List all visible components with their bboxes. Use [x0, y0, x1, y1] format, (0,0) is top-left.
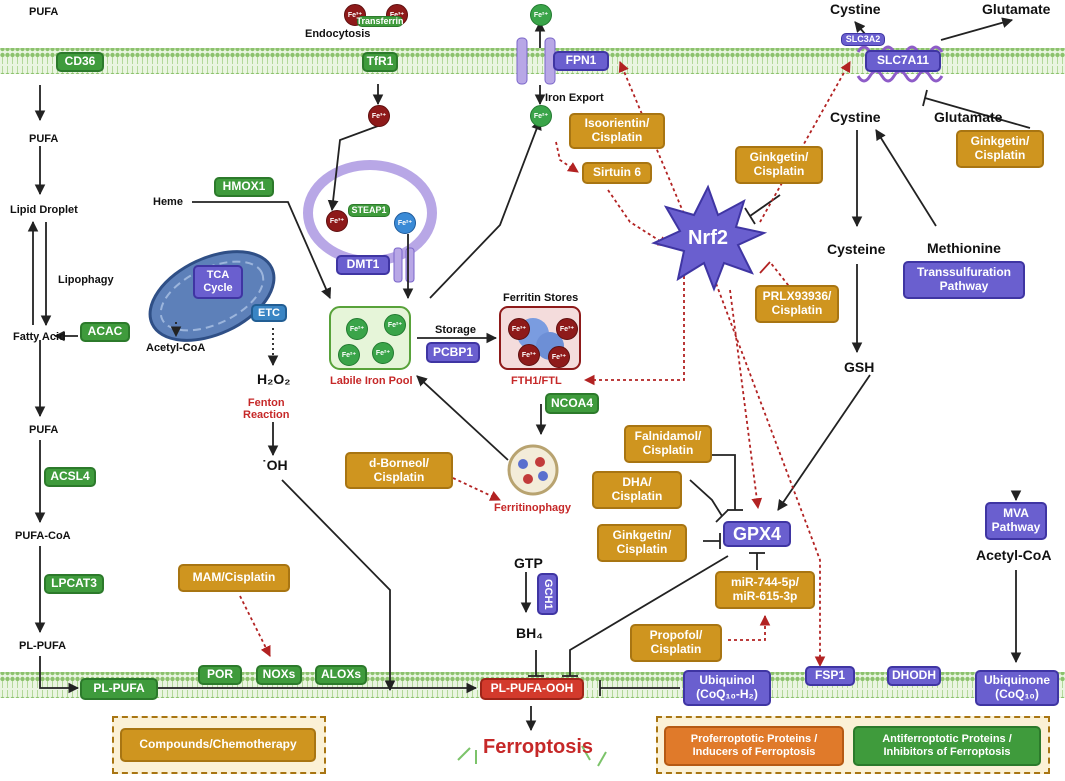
fe2-ion-endosome: Fe²⁺ — [394, 212, 416, 234]
pufa-label: PUFA — [29, 133, 59, 145]
dha-cisplatin-box: DHA/ Cisplatin — [592, 471, 682, 509]
fatty-acid-label: Fatty Acid — [13, 331, 66, 343]
fe3-ion-ferritin-4: Fe³⁺ — [548, 346, 570, 368]
storage-label: Storage — [435, 324, 476, 336]
ginkgetin-cisplatin-nrf2-box: Ginkgetin/ Cisplatin — [735, 146, 823, 184]
ginkgetin-cisplatin-slc7a11-box: Ginkgetin/ Cisplatin — [956, 130, 1044, 168]
ferritinophagy-label: Ferritinophagy — [494, 502, 572, 514]
cystine-intracellular-label: Cystine — [830, 109, 881, 125]
pcbp1-box: PCBP1 — [426, 342, 480, 363]
endocytosis-label: Endocytosis — [305, 28, 371, 40]
ferritin-stores-label: Ferritin Stores — [503, 292, 579, 304]
slc3a2-box: SLC3A2 — [841, 33, 885, 46]
acetyl-coa-right-label: Acetyl-CoA — [976, 547, 1052, 563]
pufa-extracellular-label: PUFA — [29, 6, 59, 18]
glutamate-intracellular-label: Glutamate — [934, 109, 1003, 125]
ginkgetin-cisplatin-gpx4-box: Ginkgetin/ Cisplatin — [597, 524, 687, 562]
fe2-ion-pool-4: Fe²⁺ — [372, 342, 394, 364]
ferroptosis-debris — [457, 745, 607, 767]
autophagosome — [507, 444, 559, 496]
fe3-ion-ferritin-1: Fe³⁺ — [508, 318, 530, 340]
lipid-droplet-label: Lipid Droplet — [10, 204, 78, 216]
slc7a11-box: SLC7A11 — [865, 50, 941, 72]
fe2-ion-pool-3: Fe²⁺ — [338, 344, 360, 366]
ubiquinol-box: Ubiquinol (CoQ₁₀-H₂) — [683, 670, 771, 706]
gsh-label: GSH — [844, 359, 875, 375]
cysteine-label: Cysteine — [827, 241, 886, 257]
pufa-cytosol-label: PUFA — [29, 424, 59, 436]
etc-box: ETC — [251, 304, 287, 322]
mva-pathway-box: MVA Pathway — [985, 502, 1047, 540]
lpcat3-box: LPCAT3 — [44, 574, 104, 594]
fe3-ion-ferritin-3: Fe³⁺ — [518, 344, 540, 366]
dmt1-box: DMT1 — [336, 255, 390, 275]
hmox1-box: HMOX1 — [214, 177, 274, 197]
mirna-744-615-box: miR-744-5p/ miR-615-3p — [715, 571, 815, 609]
d-borneol-cisplatin-box: d-Borneol/ Cisplatin — [345, 452, 453, 489]
gch1-box: GCH1 — [537, 573, 558, 615]
fenton-reaction-label: Fenton Reaction — [243, 397, 290, 422]
tfr1-box: TfR1 — [362, 52, 398, 72]
gpx4-box: GPX4 — [723, 521, 791, 547]
dmt1-channel — [393, 247, 403, 283]
cd36-box: CD36 — [56, 52, 104, 72]
legend-antiferroptotic-box: Antiferroptotic Proteins / Inhibitors of… — [853, 726, 1041, 766]
nrf2-label: Nrf2 — [687, 226, 728, 249]
acsl4-box: ACSL4 — [44, 467, 96, 487]
fsp1-box: FSP1 — [805, 666, 855, 686]
pl-pufa-ooh-box: PL-PUFA-OOH — [480, 678, 584, 700]
sirtuin6-box: Sirtuin 6 — [582, 162, 652, 184]
fe3-ion-ferritin-2: Fe³⁺ — [556, 318, 578, 340]
pl-pufa-cytosol-label: PL-PUFA — [19, 640, 67, 652]
legend-proferroptotic-box: Proferroptotic Proteins / Inducers of Fe… — [664, 726, 844, 766]
fe3-ion-endocytosed: Fe³⁺ — [368, 105, 390, 127]
cystine-extracellular-label: Cystine — [830, 1, 881, 17]
h2o2-label: H₂O₂ — [257, 371, 291, 387]
isoorientin-cisplatin-box: Isoorientin/ Cisplatin — [569, 113, 665, 149]
mam-cisplatin-box: MAM/Cisplatin — [178, 564, 290, 592]
fe2-ion-pool-1: Fe²⁺ — [346, 318, 368, 340]
fpn1-channel — [516, 37, 528, 85]
pl-pufa-box: PL-PUFA — [80, 678, 158, 700]
transsulfuration-pathway-box: Transsulfuration Pathway — [903, 261, 1025, 299]
fe3-ion-endosome: Fe³⁺ — [326, 210, 348, 232]
dhodh-box: DHODH — [887, 666, 941, 686]
por-box: POR — [198, 665, 242, 685]
bh4-label: BH₄ — [516, 625, 543, 641]
tca-cycle-box: TCA Cycle — [193, 265, 243, 299]
fe2-ion-export: Fe²⁺ — [530, 105, 552, 127]
pufa-coa-label: PUFA-CoA — [15, 530, 71, 542]
propofol-cisplatin-box: Propofol/ Cisplatin — [630, 624, 722, 662]
aloxs-box: ALOXs — [315, 665, 367, 685]
ubiquinone-box: Ubiquinone (CoQ₁₀) — [975, 670, 1059, 706]
gtp-label: GTP — [514, 555, 543, 571]
hydroxyl-radical-label: ˙OH — [262, 457, 288, 473]
prlx93936-cisplatin-box: PRLX93936/ Cisplatin — [755, 285, 839, 323]
fpn1-box: FPN1 — [553, 51, 609, 71]
acetyl-coa-mito-label: Acetyl-CoA — [146, 342, 206, 354]
nrf2-star — [651, 184, 768, 292]
fe2-ion-pool-2: Fe²⁺ — [384, 314, 406, 336]
noxs-box: NOXs — [256, 665, 302, 685]
methionine-label: Methionine — [927, 240, 1001, 256]
acac-box: ACAC — [80, 322, 130, 342]
transferrin-box: Transferrin — [356, 16, 404, 27]
lipophagy-label: Lipophagy — [58, 274, 114, 286]
iron-export-label: Iron Export — [545, 92, 604, 104]
glutamate-extracellular-label: Glutamate — [982, 1, 1051, 17]
ferroptosis-label: Ferroptosis — [483, 736, 594, 758]
fe2-ion-exported: Fe²⁺ — [530, 4, 552, 26]
ncoa4-box: NCOA4 — [545, 393, 599, 414]
heme-label: Heme — [153, 196, 183, 208]
legend-compounds-box: Compounds/Chemotherapy — [120, 728, 316, 762]
falnidamol-cisplatin-box: Falnidamol/ Cisplatin — [624, 425, 712, 463]
labile-iron-pool-label: Labile Iron Pool — [330, 375, 413, 387]
fth1-ftl-label: FTH1/FTL — [511, 375, 562, 387]
steap1-box: STEAP1 — [348, 204, 390, 217]
